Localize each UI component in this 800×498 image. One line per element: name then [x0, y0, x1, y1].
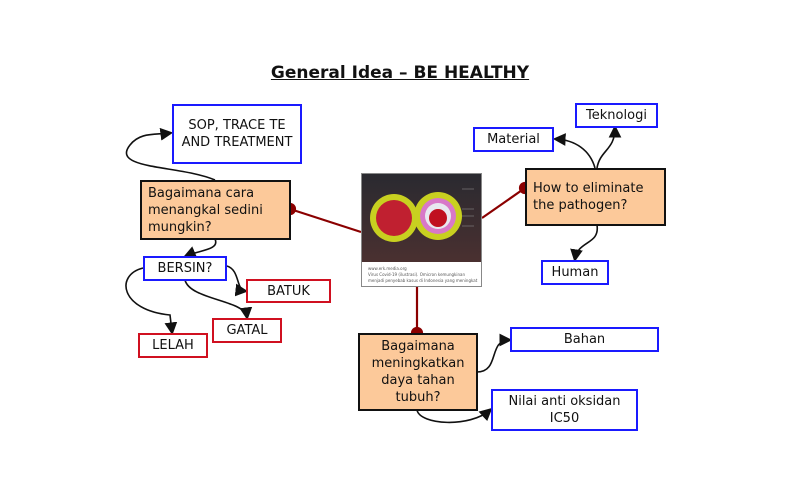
node-bersin[interactable]: BERSIN?	[143, 256, 227, 281]
node-teknologi[interactable]: Teknologi	[575, 103, 658, 128]
arrow-q3-bahan	[476, 333, 513, 373]
node-question-eliminate[interactable]: How to eliminate the pathogen?	[525, 168, 666, 226]
virus-illustration	[362, 174, 481, 262]
link-q2-image	[481, 187, 526, 219]
arrow-bersin-batuk	[226, 265, 249, 297]
link-q1-image	[289, 207, 362, 234]
arrow-q1-bersin	[183, 238, 217, 259]
arrow-q2-human	[570, 224, 598, 263]
arrow-q3-nilai	[416, 407, 493, 424]
node-nilai-antioksidan[interactable]: Nilai anti oksidan IC50	[491, 389, 638, 431]
node-lelah[interactable]: LELAH	[138, 333, 208, 358]
node-sop[interactable]: SOP, TRACE TE AND TREATMENT	[172, 104, 302, 164]
arrow-bersin-lelah	[125, 267, 178, 336]
node-bahan[interactable]: Bahan	[510, 327, 659, 352]
arrow-bersin-gatal	[184, 279, 253, 321]
arrow-q2-material	[552, 133, 596, 169]
node-batuk[interactable]: BATUK	[246, 279, 331, 303]
node-question-immunity[interactable]: Bagaimana meningkatkan daya tahan tubuh?	[358, 333, 478, 411]
node-gatal[interactable]: GATAL	[212, 318, 282, 343]
page-title: General Idea – BE HEALTHY	[270, 63, 530, 83]
arrow-q1-sop	[126, 127, 216, 181]
node-human[interactable]: Human	[541, 260, 609, 285]
node-material[interactable]: Material	[473, 127, 554, 152]
image-caption: www.erk.media.org Virus Covid-19 (ilustr…	[368, 266, 478, 283]
virus-image: www.erk.media.org Virus Covid-19 (ilustr…	[361, 173, 482, 287]
arrow-q2-teknologi	[596, 124, 622, 169]
node-question-prevent[interactable]: Bagaimana cara menangkal sedini mungkin?	[140, 180, 291, 240]
